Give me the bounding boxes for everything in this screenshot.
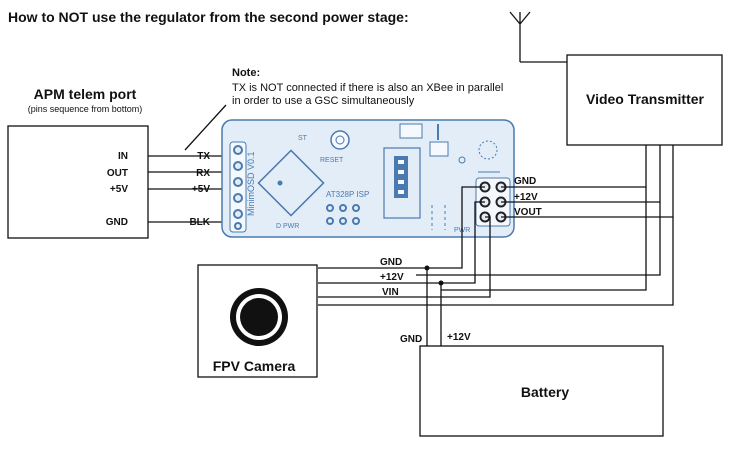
telemetry-wires: TX RX +5V BLK (148, 151, 230, 228)
video-transmitter: Video Transmitter (566, 54, 723, 146)
camera-wire-label: +12V (380, 272, 404, 283)
jumper-block (383, 147, 421, 219)
board-name: MinimOSD V0.1 (246, 151, 256, 216)
osd-pin-label: RX (196, 168, 210, 179)
isp-pins (326, 204, 360, 225)
osd-pin-label: +5V (192, 184, 210, 195)
video-transmitter-wires: GND +12V VOUT (318, 145, 674, 306)
antenna-icon (509, 11, 568, 63)
osd-pin-label: BLK (189, 217, 210, 228)
vtx-pin-label: +12V (514, 192, 538, 203)
board-chip-label: AT328P ISP (326, 190, 369, 199)
apm-pin-label: OUT (107, 168, 128, 179)
vtx-pin-label: VOUT (514, 207, 542, 218)
osd-pin-label: TX (197, 151, 210, 162)
camera-wire-label: VIN (382, 287, 399, 298)
left-header (229, 141, 247, 233)
battery: Battery (419, 345, 664, 437)
apm-box (7, 125, 149, 239)
note-line-1: TX is NOT connected if there is also an … (232, 82, 503, 94)
video-transmitter-title: Video Transmitter (586, 91, 705, 107)
apm-subtitle: (pins sequence from bottom) (28, 104, 143, 114)
note: Note: TX is NOT connected if there is al… (184, 67, 503, 151)
apm-pin-label: IN (118, 151, 128, 162)
note-heading: Note: (232, 67, 260, 79)
battery-title: Battery (521, 384, 569, 400)
diagram-title: How to NOT use the regulator from the se… (8, 9, 409, 25)
camera-wire-label: GND (380, 257, 402, 268)
video-transmitter-box (566, 54, 723, 146)
vtx-pin-label: GND (514, 176, 536, 187)
apm-pin-label: GND (106, 217, 128, 228)
battery-terminal-label: +12V (447, 332, 471, 343)
note-pointer (184, 104, 227, 151)
board-st-label: ST (298, 135, 308, 142)
apm-telem-port: APM telem port (pins sequence from botto… (7, 86, 149, 239)
reset-button-icon (330, 130, 350, 150)
board-reset-label: RESET (320, 157, 344, 164)
junction-dot (424, 265, 430, 271)
minimosd-board: MinimOSD V0.1 ST RESET AT328P ISP (221, 119, 515, 238)
board-dpwr-label: D PWR (276, 223, 299, 230)
top-components (399, 123, 500, 230)
battery-wires: GND +12V (400, 265, 471, 346)
junction-dot (438, 280, 444, 286)
camera-lens-icon (230, 288, 288, 346)
note-line-2: in order to use a GSC simultaneously (232, 95, 415, 107)
fpv-camera: FPV Camera GND +12V VIN (197, 257, 404, 378)
mcu-chip (257, 149, 325, 217)
pcb-outline (221, 119, 515, 238)
battery-terminal-label: GND (400, 334, 422, 345)
battery-box (419, 345, 664, 437)
fpv-camera-title: FPV Camera (213, 358, 296, 374)
apm-pin-label: +5V (110, 184, 128, 195)
osd-camera-wires (318, 186, 491, 298)
apm-title: APM telem port (34, 86, 137, 102)
